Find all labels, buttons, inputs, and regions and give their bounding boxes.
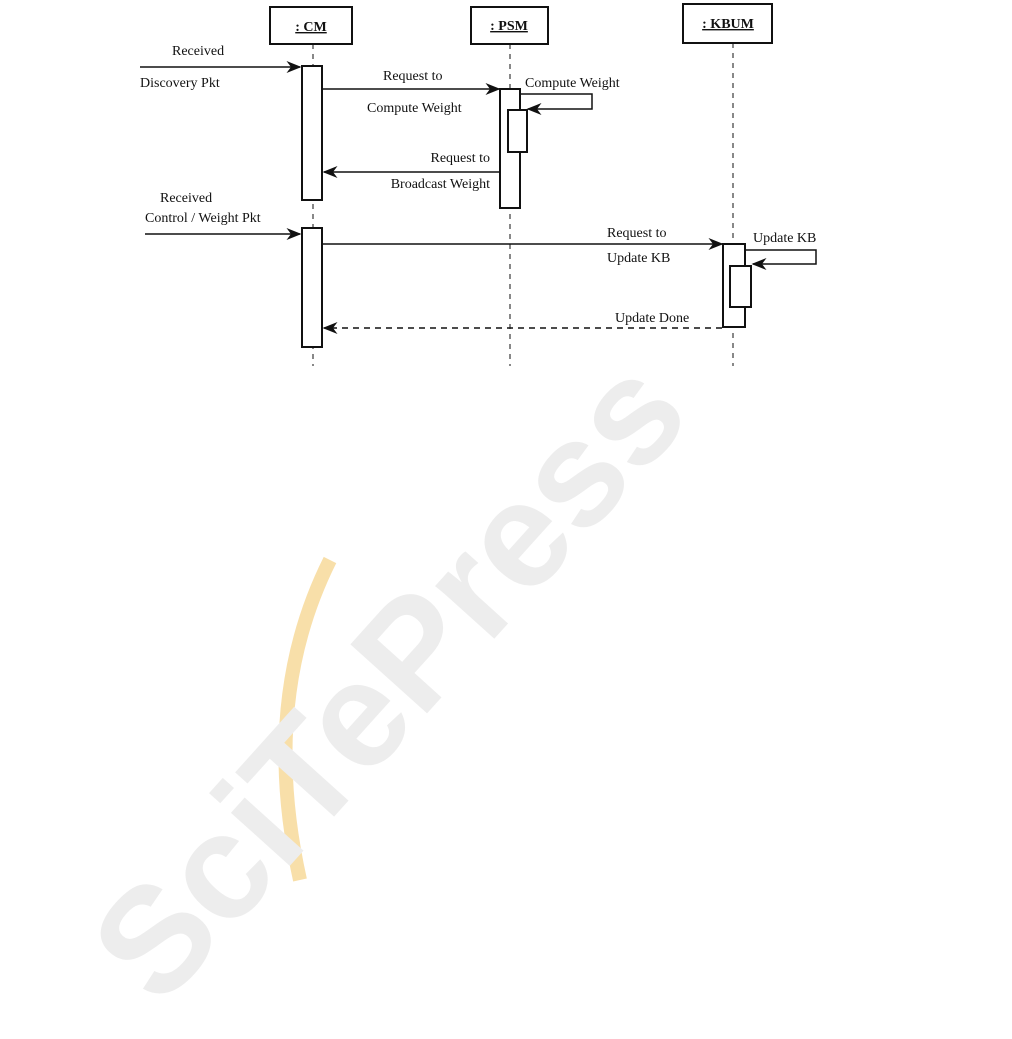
message-label: Received [160,191,212,206]
message-update-done: Update Done [322,311,722,334]
activation-kbum-nested [729,265,752,308]
lifeline-cm: : CM [269,6,353,366]
message-self-compute-weight: Compute Weight [520,76,620,115]
message-label: Compute Weight [367,101,462,116]
message-request-update-kb: Request to Update KB [323,226,724,266]
message-label: Broadcast Weight [391,177,490,192]
message-received-control-weight: Received Control / Weight Pkt [145,191,302,240]
message-received-discovery: Received Discovery Pkt [140,44,302,91]
lifeline-kbum: : KBUM [682,3,773,366]
message-label: Discovery Pkt [140,76,220,91]
message-request-broadcast-weight: Request to Broadcast Weight [322,151,500,192]
watermark-text: SciTePress [59,326,718,1031]
message-label: Update KB [607,251,670,266]
lifeline-label: : CM [295,20,327,35]
activation-psm-nested [507,109,528,153]
message-label: Request to [607,226,667,241]
message-label: Control / Weight Pkt [145,211,261,226]
message-label: Update Done [615,311,689,326]
activation-cm-1 [301,65,323,201]
lifeline-label: : PSM [490,19,528,34]
message-label: Compute Weight [525,76,620,91]
message-label: Update KB [753,231,816,246]
message-label: Received [172,44,224,59]
activation-cm-2 [301,227,323,348]
message-label: Request to [383,69,443,84]
watermark: SciTePress [59,326,718,1031]
message-label: Request to [431,151,491,166]
message-self-update-kb: Update KB [745,231,817,270]
lifeline-label: : KBUM [702,17,754,32]
message-request-compute-weight: Request to Compute Weight [323,69,501,116]
watermark-arc [278,556,337,882]
